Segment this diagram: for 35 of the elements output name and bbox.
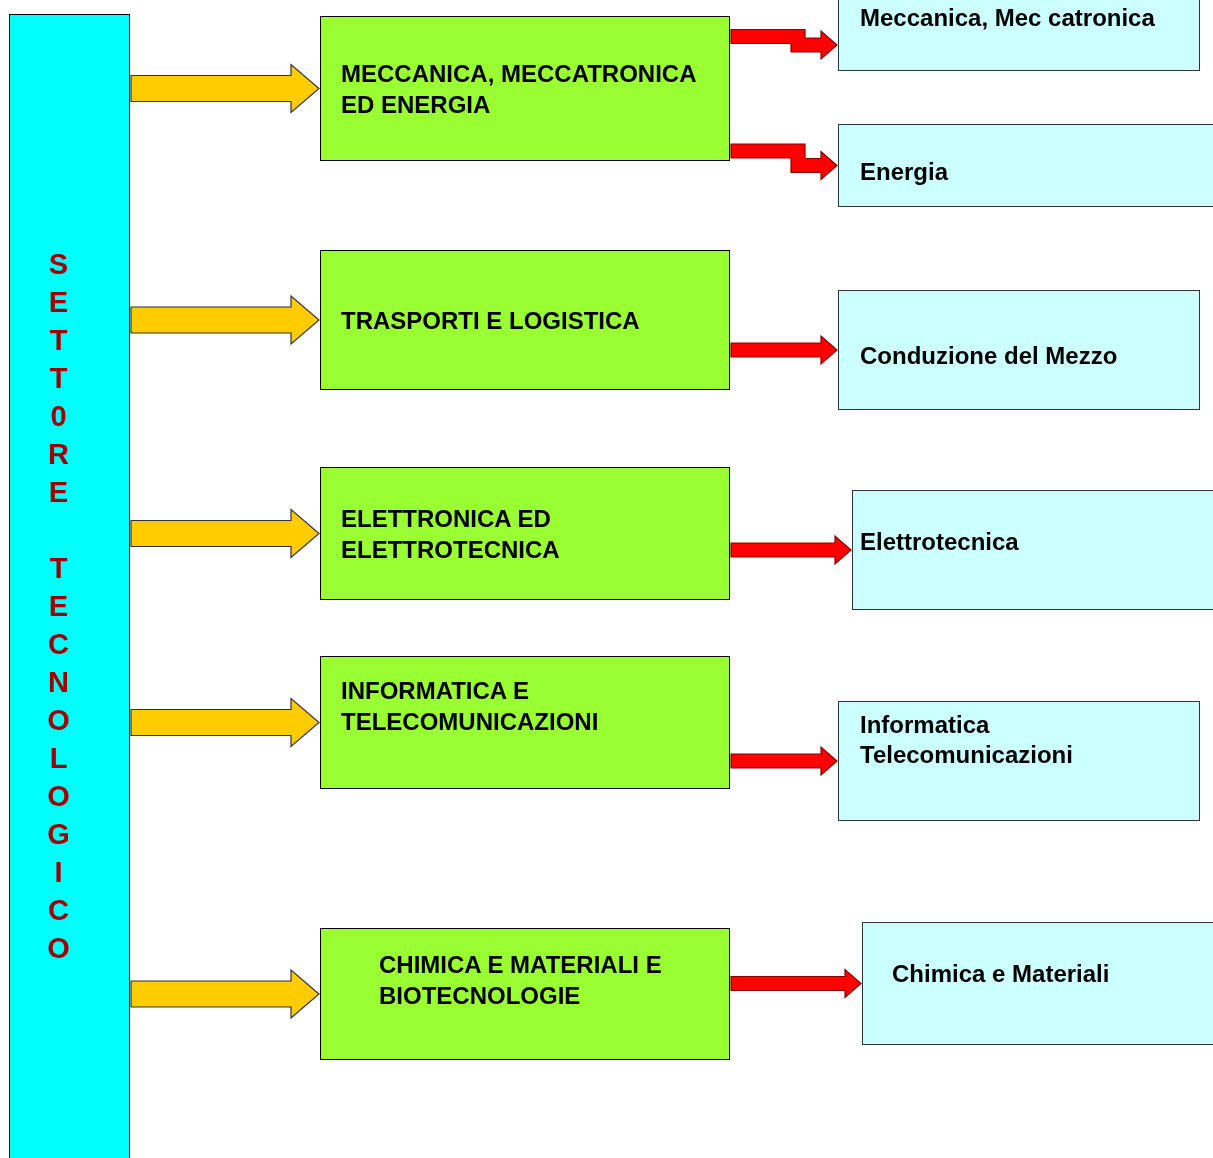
course-box [862, 922, 1213, 1045]
box-label: Meccanica, Mec catronica [860, 3, 1156, 33]
course-box [852, 490, 1213, 610]
block-arrow [730, 745, 838, 777]
block-arrow [730, 534, 852, 566]
category-box [320, 656, 730, 789]
box-label: CHIMICA E MATERIALI E BIOTECNOLOGIE [379, 950, 663, 1011]
category-box [320, 16, 730, 161]
block-arrow [130, 968, 320, 1020]
box-label: MECCANICA, MECCATRONICA ED ENERGIA [341, 58, 697, 120]
box-label: Informatica Telecomunicazioni [860, 710, 1074, 770]
vertical-title: SETT0RE TECNOLOGICO [46, 247, 71, 966]
box-label: INFORMATICA E TELECOMUNICAZIONI [341, 676, 600, 737]
block-arrow [730, 968, 862, 999]
block-arrow [730, 334, 838, 366]
block-arrow [130, 294, 320, 346]
category-box [320, 467, 730, 600]
sector-bar [9, 14, 130, 1158]
block-arrow [730, 28, 838, 61]
block-arrow [130, 508, 320, 559]
block-arrow [730, 143, 838, 181]
category-box [320, 250, 730, 390]
box-label: Elettrotecnica [860, 527, 1020, 557]
block-arrow [130, 63, 320, 114]
box-label: TRASPORTI E LOGISTICA [341, 305, 641, 336]
course-box [838, 701, 1200, 821]
box-label: Chimica e Materiali [892, 959, 1111, 989]
category-box [320, 928, 730, 1060]
box-label: ELETTRONICA ED ELETTROTECNICA [341, 503, 561, 565]
course-box [838, 290, 1200, 410]
box-label: Conduzione del Mezzo [860, 341, 1119, 371]
box-label: Energia [860, 157, 950, 187]
block-arrow [130, 697, 320, 748]
course-box [838, 0, 1200, 71]
course-box [838, 124, 1213, 207]
